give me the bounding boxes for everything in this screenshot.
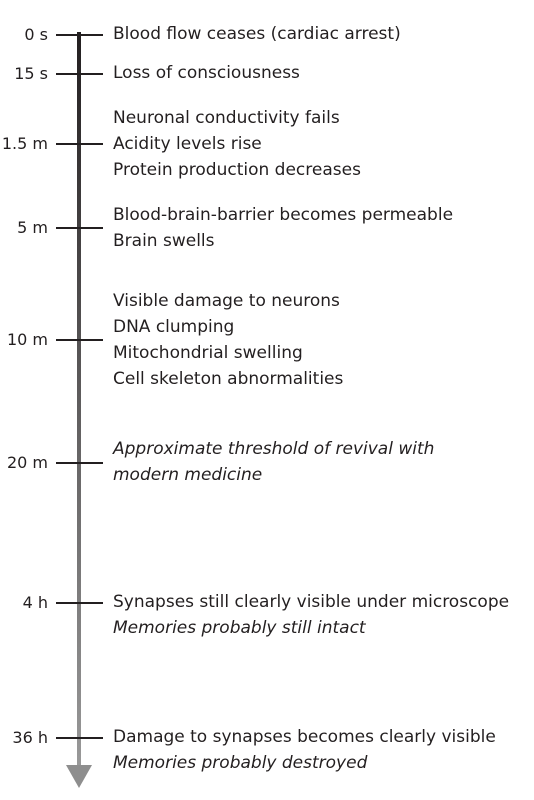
tick-label: 1.5 m [1,134,48,153]
event-text: Memories probably destroyed [113,753,368,773]
event-text: DNA clumping [113,317,235,337]
event-text: Blood flow ceases (cardiac arrest) [113,24,401,44]
event-text: Synapses still clearly visible under mic… [113,592,510,612]
event-text: Acidity levels rise [113,134,262,154]
axis-line [77,32,81,772]
event-text: Approximate threshold of revival with [113,439,435,459]
event-text: Neuronal conductivity fails [113,108,340,128]
event-text: Loss of consciousness [113,63,300,83]
event-text: Mitochondrial swelling [113,343,303,363]
tick-label: 0 s [24,25,48,44]
tick-label: 4 h [22,593,48,612]
arrow-down-icon [66,765,92,788]
event-text: Protein production decreases [113,160,361,180]
event-text: Blood-brain-barrier becomes permeable [113,205,454,225]
event-text: Cell skeleton abnormalities [113,369,344,389]
tick-label: 20 m [6,453,48,472]
event-text: Brain swells [113,231,215,251]
tick-label: 10 m [6,330,48,349]
event-text: Visible damage to neurons [113,291,340,311]
event-text: Memories probably still intact [113,618,366,638]
tick-label: 5 m [17,218,48,237]
tick-marks [56,34,103,739]
event-text: Damage to synapses becomes clearly visib… [113,727,496,747]
tick-label: 36 h [12,728,48,747]
event-text: modern medicine [113,465,263,485]
tick-label: 15 s [14,64,48,83]
